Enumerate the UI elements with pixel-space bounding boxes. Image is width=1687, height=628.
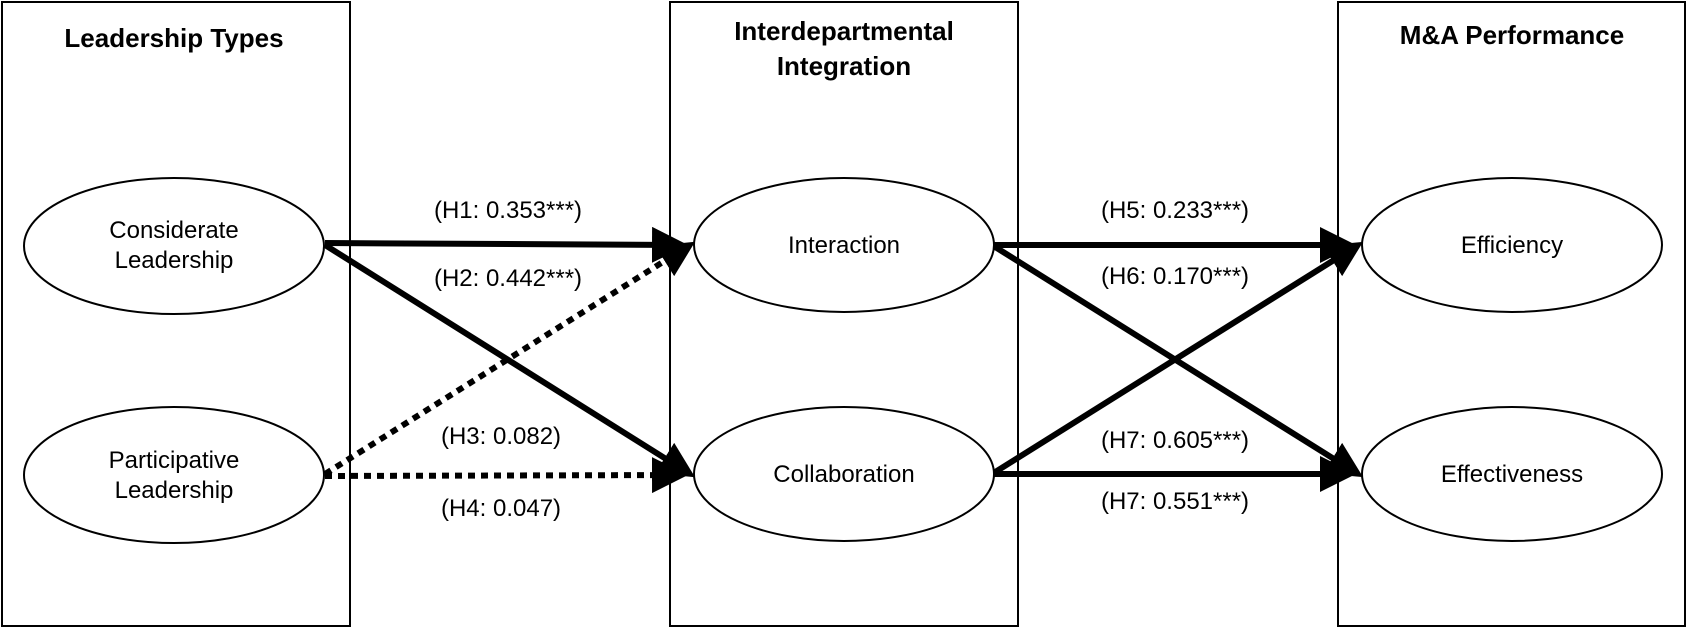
interdepartmental-integration-title-line1: Interdepartmental [734, 16, 954, 46]
h5-label: (H5: 0.233***) [1101, 197, 1249, 224]
participative-leadership-node [23, 406, 325, 544]
ma-performance-title: M&A Performance [1400, 20, 1624, 50]
considerate-leadership-label-line1: Considerate [109, 217, 238, 244]
h2-label: (H2: 0.442***) [434, 265, 582, 292]
efficiency-node [1361, 177, 1663, 313]
h7b-label: (H7: 0.551***) [1101, 488, 1249, 515]
h3-label: (H3: 0.082) [441, 423, 561, 450]
effectiveness-node [1361, 406, 1663, 542]
interdepartmental-integration-title-line2: Integration [777, 51, 911, 81]
considerate-leadership-node [23, 177, 325, 315]
participative-leadership-label-line2: Leadership [115, 477, 234, 504]
arrow-h7a [990, 241, 1364, 477]
h1-label: (H1: 0.353***) [434, 197, 582, 224]
effectiveness-label: Effectiveness [1441, 461, 1583, 488]
leadership-types-title: Leadership Types [64, 23, 283, 53]
collaboration-node [693, 406, 995, 542]
arrow-h4 [324, 457, 688, 494]
interaction-node [693, 177, 995, 313]
arrow-h1 [324, 226, 688, 263]
considerate-leadership-label-line2: Leadership [115, 247, 234, 274]
h7a-label: (H7: 0.605***) [1101, 427, 1249, 454]
arrow-h3 [323, 241, 696, 477]
participative-leadership-label-line1: Participative [109, 447, 240, 474]
ma-performance-box [1337, 1, 1686, 627]
h6-label: (H6: 0.170***) [1101, 263, 1249, 290]
h4-label: (H4: 0.047) [441, 495, 561, 522]
interaction-label: Interaction [788, 232, 900, 259]
collaboration-label: Collaboration [773, 461, 914, 488]
arrow-h2 [323, 242, 696, 478]
efficiency-label: Efficiency [1461, 232, 1563, 259]
